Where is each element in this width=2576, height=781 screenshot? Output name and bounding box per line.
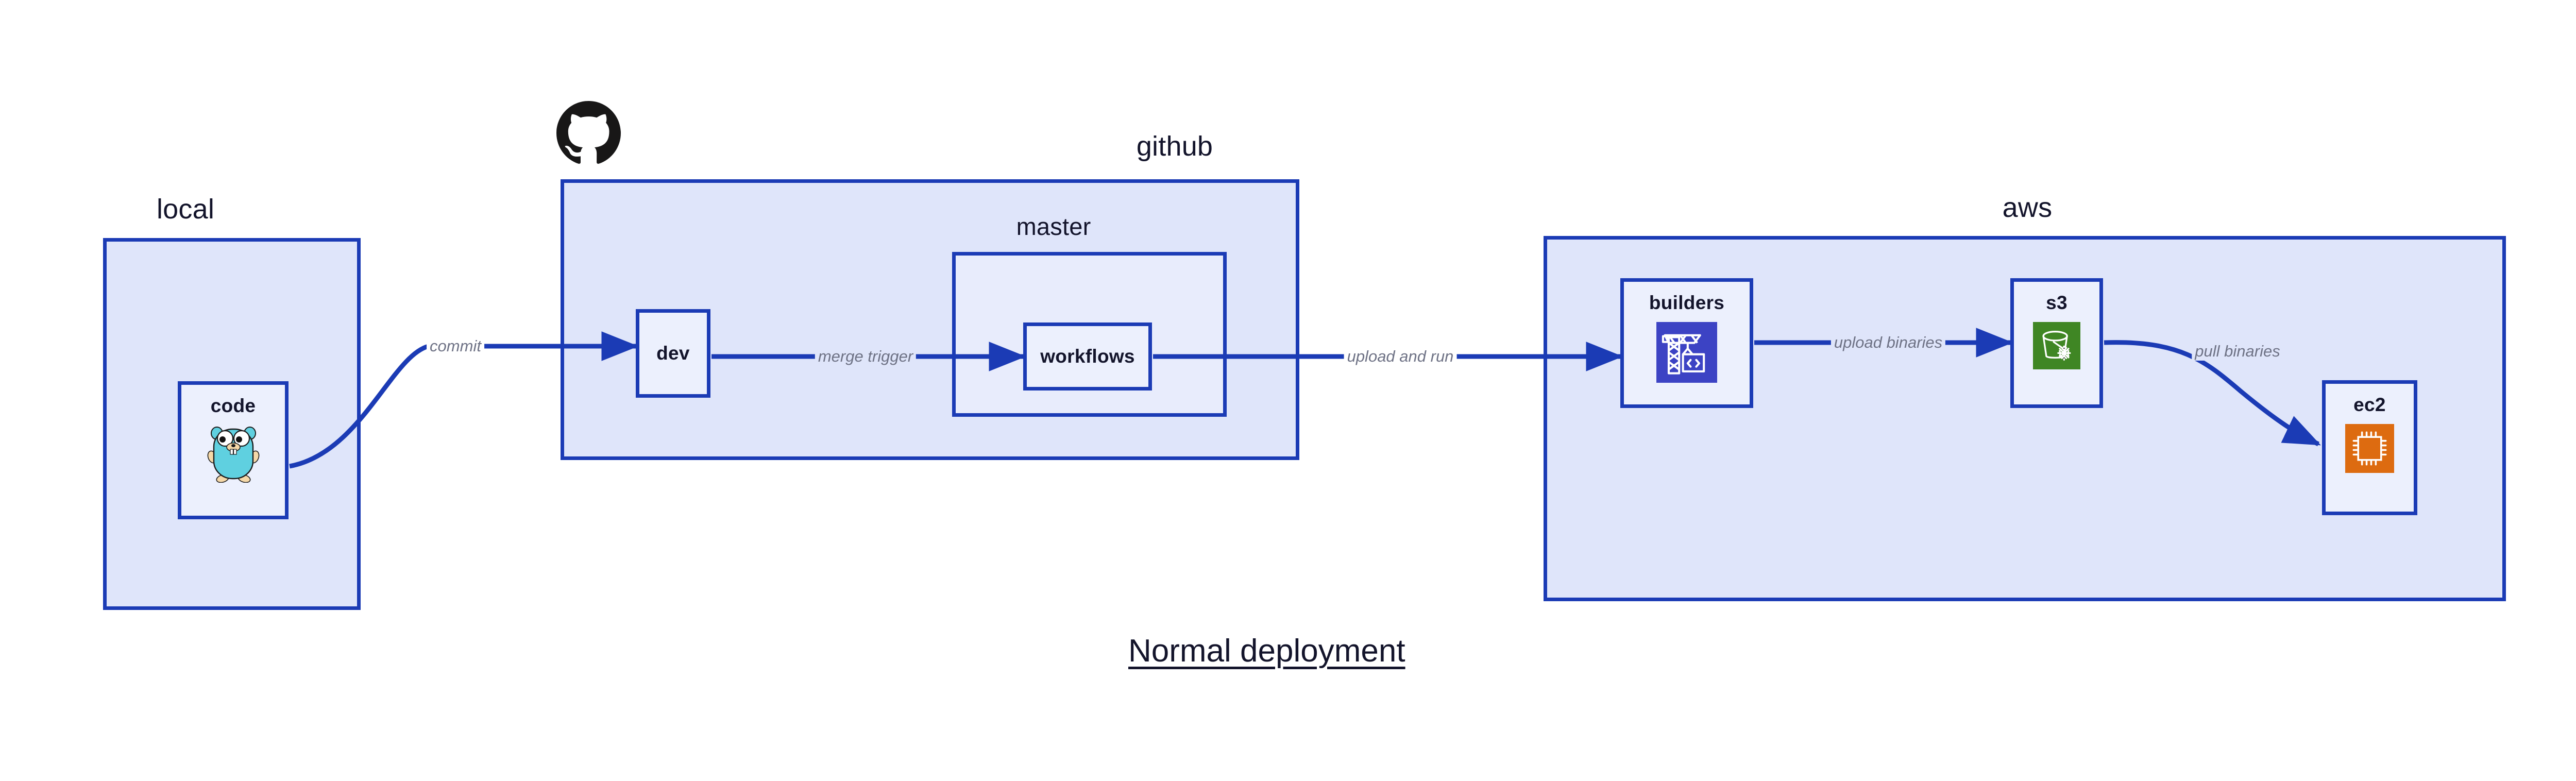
node-label-ec2: ec2 — [2353, 394, 2386, 415]
go-gopher-icon — [207, 425, 260, 485]
node-workflows[interactable]: workflows — [1023, 322, 1152, 390]
aws-ec2-icon — [2345, 424, 2394, 476]
group-label-master: master — [1016, 213, 1091, 240]
node-label-code: code — [210, 395, 256, 416]
node-s3[interactable]: s3 — [2010, 278, 2103, 408]
group-label-local: local — [156, 194, 215, 225]
edge-label-commit: commit — [427, 337, 484, 355]
github-octocat-logo — [556, 101, 621, 164]
edge-label-upload-binaries: upload binaries — [1831, 333, 1946, 352]
group-label-github: github — [1136, 131, 1213, 162]
node-code[interactable]: code — [178, 381, 289, 519]
edge-label-pull-binaries: pull binaries — [2192, 342, 2283, 361]
node-label-s3: s3 — [2046, 292, 2067, 313]
node-label-builders: builders — [1649, 292, 1725, 313]
aws-s3-glacier-icon — [2033, 322, 2080, 372]
node-label-dev: dev — [656, 343, 690, 364]
node-label-workflows: workflows — [1040, 346, 1135, 367]
diagram-title: Normal deployment — [1128, 633, 1405, 669]
node-dev[interactable]: dev — [636, 309, 710, 398]
aws-codebuild-icon — [1656, 322, 1717, 385]
edge-label-merge-trigger: merge trigger — [815, 347, 917, 366]
node-ec2[interactable]: ec2 — [2322, 380, 2417, 515]
edge-label-upload-and-run: upload and run — [1344, 347, 1457, 366]
node-builders[interactable]: builders — [1620, 278, 1753, 408]
group-label-aws: aws — [2002, 192, 2053, 223]
